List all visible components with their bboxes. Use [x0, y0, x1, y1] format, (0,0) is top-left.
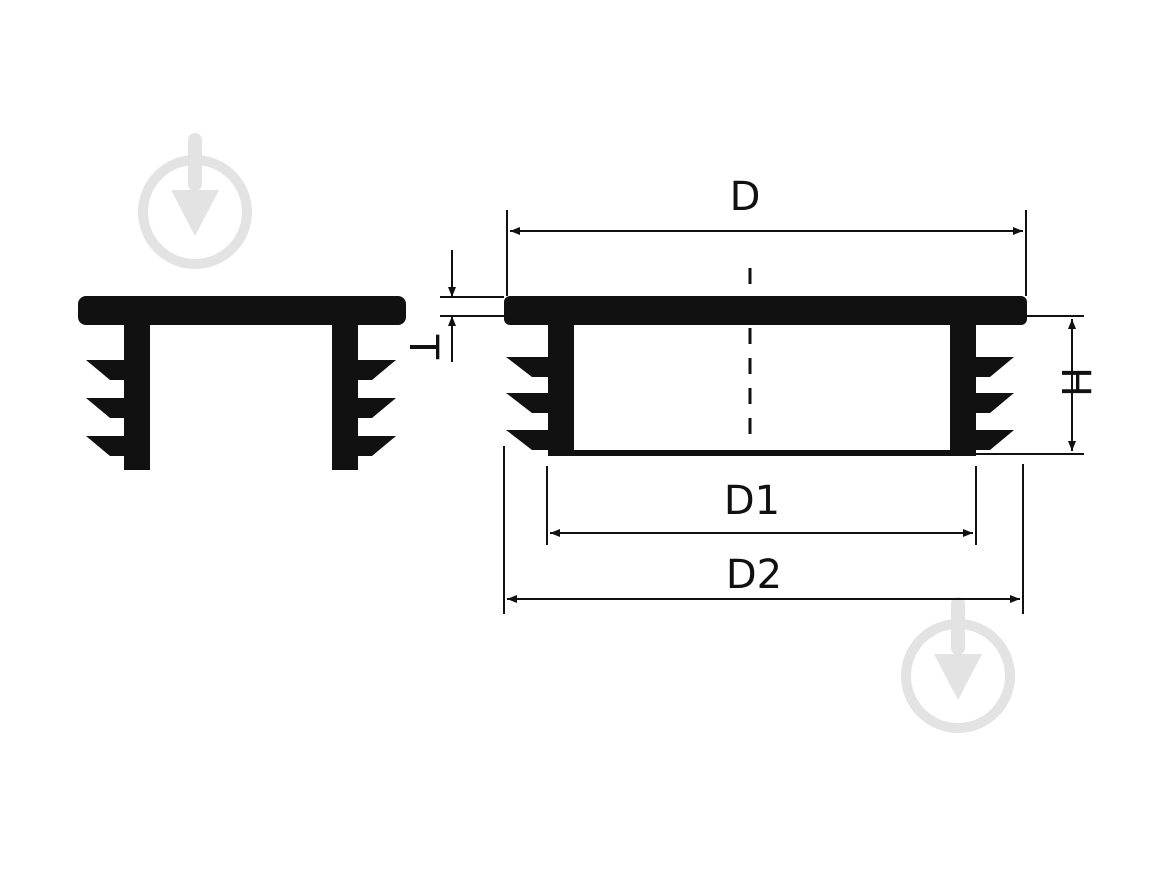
section-view-profile	[504, 296, 1027, 456]
side-view-profile	[78, 296, 406, 470]
extension-lines	[440, 210, 1084, 614]
dimension-label-d1: D1	[724, 478, 780, 524]
dimension-label-d: D	[730, 174, 761, 220]
dimension-label-d2: D2	[726, 552, 782, 598]
watermark-logo-icon	[138, 133, 252, 269]
dimension-lines	[448, 227, 1076, 603]
dimension-label-t: T	[400, 334, 446, 360]
watermark-logo-icon	[901, 597, 1015, 733]
dimension-label-h: H	[1052, 367, 1098, 397]
